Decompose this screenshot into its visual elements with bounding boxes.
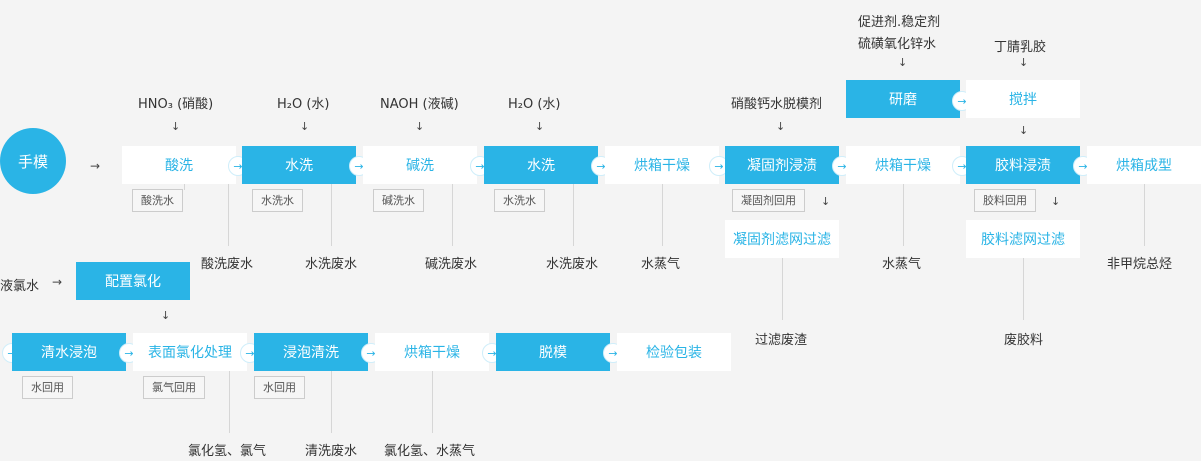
process-step: 胶料浸渍 — [966, 146, 1080, 184]
waste-output: 氯化氢、氯气 — [188, 444, 267, 459]
process-step: 浸泡清洗 — [254, 333, 368, 371]
input-label: 硝酸钙水脱模剂 — [731, 97, 823, 112]
recycle-tag: 水洗水 — [494, 189, 545, 212]
waste-output: 水蒸气 — [882, 257, 922, 272]
process-step: 酸洗 — [122, 146, 236, 184]
arrow-down-icon: ↓ — [1019, 124, 1029, 137]
process-step: 检验包装 — [617, 333, 731, 371]
process-step: 烘箱干燥 — [375, 333, 489, 371]
output-line — [573, 184, 574, 246]
arrow-down-icon: ↓ — [171, 120, 181, 133]
output-line — [1023, 258, 1024, 320]
arrow-down-icon: ↓ — [898, 56, 908, 69]
arrow-right-icon: → — [90, 159, 101, 173]
arrow-down-icon: ↓ — [1019, 56, 1029, 69]
output-line — [228, 184, 229, 246]
output-line — [331, 371, 332, 433]
process-step: 水洗 — [484, 146, 598, 184]
waste-output: 水洗废水 — [546, 257, 599, 272]
process-step: 清水浸泡 — [12, 333, 126, 371]
arrow-down-icon: ↓ — [535, 120, 545, 133]
chlorine-prep-step: 配置氯化 — [76, 262, 190, 300]
input-label: NAOH (液碱) — [380, 97, 459, 112]
coagulant-filter-step: 凝固剂滤网过滤 — [725, 220, 839, 258]
recycle-tag: 氯气回用 — [143, 376, 205, 399]
waste-output: 酸洗废水 — [201, 257, 254, 272]
arrow-down-icon: ↓ — [1051, 195, 1061, 208]
output-line — [782, 258, 783, 320]
process-step: 烘箱成型 — [1087, 146, 1201, 184]
waste-output: 废胶料 — [1004, 333, 1044, 348]
input-label: H₂O (水) — [508, 97, 561, 112]
arrow-down-icon: ↓ — [821, 195, 831, 208]
arrow-right-icon: → — [52, 275, 63, 289]
recycle-tag: 碱洗水 — [373, 189, 424, 212]
waste-output: 水洗废水 — [305, 257, 358, 272]
additive-label: 促进剂.稳定剂 — [858, 15, 941, 30]
process-step: 烘箱干燥 — [605, 146, 719, 184]
output-line — [331, 184, 332, 246]
hand-mold-node: 手模 — [0, 128, 66, 194]
recycle-tag: 水回用 — [22, 376, 73, 399]
waste-output: 碱洗废水 — [425, 257, 478, 272]
output-line — [662, 184, 663, 246]
additive-label: 硫磺氧化锌水 — [858, 37, 937, 52]
stir-step: 搅拌 — [966, 80, 1080, 118]
recycle-tag: 酸洗水 — [132, 189, 183, 212]
process-step: 凝固剂浸渍 — [725, 146, 839, 184]
recycle-tag: 胶料回用 — [974, 189, 1036, 212]
output-line — [1144, 184, 1145, 246]
waste-output: 氯化氢、水蒸气 — [384, 444, 476, 459]
latex-filter-step: 胶料滤网过滤 — [966, 220, 1080, 258]
waste-output: 非甲烷总烃 — [1107, 257, 1173, 272]
output-line — [229, 371, 230, 433]
waste-output: 水蒸气 — [641, 257, 681, 272]
arrow-down-icon: ↓ — [776, 120, 786, 133]
nbr-latex-label: 丁腈乳胶 — [994, 40, 1047, 55]
connector-line — [184, 184, 185, 190]
waste-output: 清洗废水 — [305, 444, 358, 459]
process-step: 水洗 — [242, 146, 356, 184]
process-step: 烘箱干燥 — [846, 146, 960, 184]
arrow-down-icon: ↓ — [415, 120, 425, 133]
process-step: 碱洗 — [363, 146, 477, 184]
recycle-tag: 水回用 — [254, 376, 305, 399]
waste-output: 过滤废渣 — [755, 333, 808, 348]
output-line — [452, 184, 453, 246]
recycle-tag: 水洗水 — [252, 189, 303, 212]
grind-step: 研磨 — [846, 80, 960, 118]
input-label: HNO₃ (硝酸) — [138, 97, 214, 112]
arrow-down-icon: ↓ — [300, 120, 310, 133]
arrow-down-icon: ↓ — [161, 309, 171, 322]
liquid-chlorine-label: 液氯水 — [0, 279, 40, 294]
input-label: H₂O (水) — [277, 97, 330, 112]
output-line — [432, 371, 433, 433]
process-step: 脱模 — [496, 333, 610, 371]
recycle-tag: 凝固剂回用 — [732, 189, 805, 212]
process-step: 表面氯化处理 — [133, 333, 247, 371]
output-line — [903, 184, 904, 246]
